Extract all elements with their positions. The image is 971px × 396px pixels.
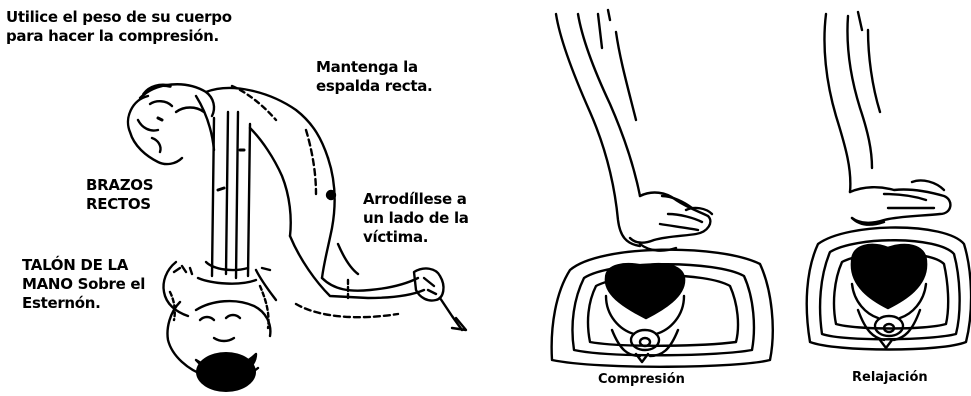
arms-line-2: RECTOS xyxy=(86,195,153,214)
kneel-line-2: un lado de la xyxy=(363,209,469,228)
keep-back-line-1: Mantenga la xyxy=(316,58,432,77)
keep-back-line-2: espalda recta. xyxy=(316,77,432,96)
use-weight-line-1: Utilice el peso de su cuerpo xyxy=(6,8,232,27)
straight-arms-label: BRAZOS RECTOS xyxy=(86,176,153,214)
kneel-line-3: víctima. xyxy=(363,228,469,247)
use-body-weight-label: Utilice el peso de su cuerpo para hacer … xyxy=(6,8,232,46)
rescuer-legs xyxy=(290,236,466,330)
rescuer-arms xyxy=(198,112,256,284)
compression-caption: Compresión xyxy=(598,372,685,387)
heel-line-2: MANO Sobre el xyxy=(22,275,145,294)
kneel-beside-victim-label: Arrodíllese a un lado de la víctima. xyxy=(363,190,469,247)
heel-of-hand-label: TALÓN DE LA MANO Sobre el Esternón. xyxy=(22,256,145,313)
rescuer-body xyxy=(196,86,335,278)
heel-line-1: TALÓN DE LA xyxy=(22,256,145,275)
relaxation-caption: Relajación xyxy=(852,370,928,385)
victim xyxy=(164,262,277,392)
heel-line-3: Esternón. xyxy=(22,294,145,313)
relaxation-figure xyxy=(807,12,971,350)
keep-back-straight-label: Mantenga la espalda recta. xyxy=(316,58,432,96)
rescuer-head xyxy=(128,84,214,164)
kneel-line-1: Arrodíllese a xyxy=(363,190,469,209)
compression-figure xyxy=(552,10,773,367)
use-weight-line-2: para hacer la compresión. xyxy=(6,27,232,46)
arms-line-1: BRAZOS xyxy=(86,176,153,195)
